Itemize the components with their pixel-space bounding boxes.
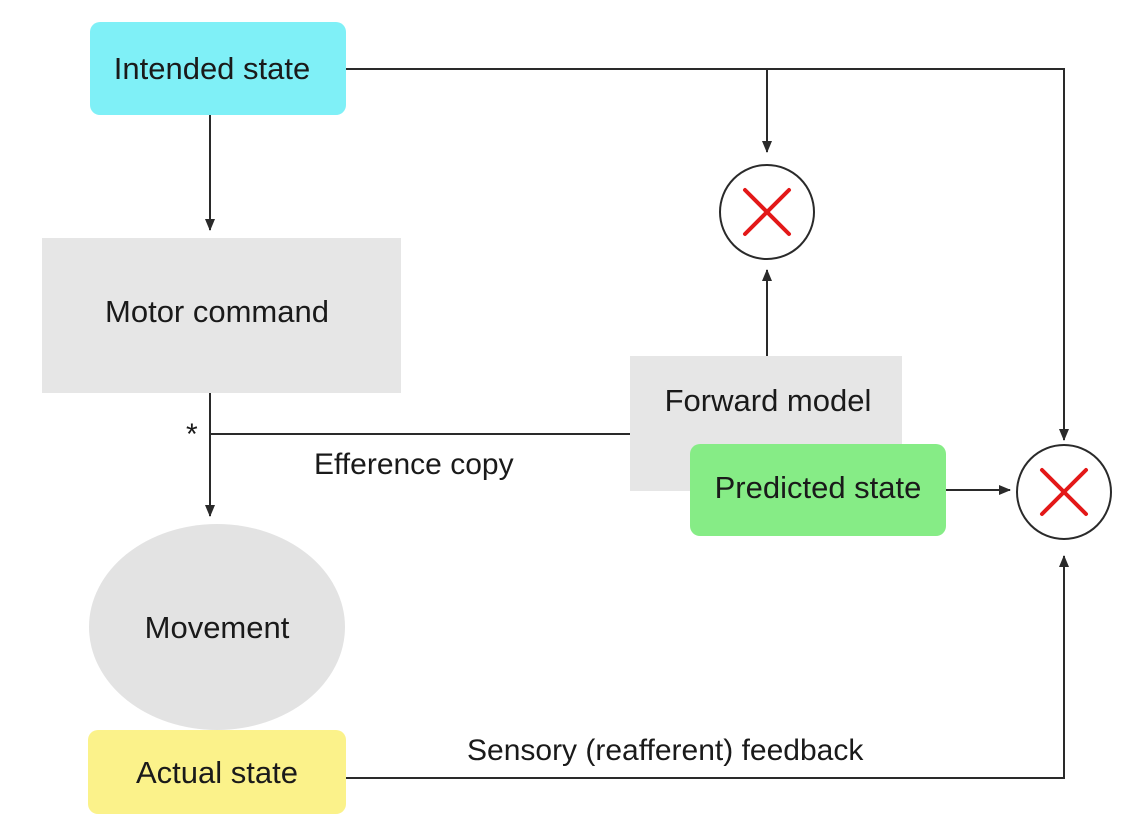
efference-copy-label: Efference copy — [314, 448, 514, 481]
predicted-state-label: Predicted state — [715, 470, 922, 505]
node-movement: Movement — [89, 524, 345, 730]
comparator-top — [719, 164, 815, 260]
node-actual-state: Actual state — [88, 730, 346, 814]
node-predicted-state: Predicted state — [690, 444, 946, 536]
sensory-feedback-label: Sensory (reafferent) feedback — [467, 734, 864, 767]
actual-state-label: Actual state — [136, 755, 298, 790]
intended-state-label: Intended state — [114, 51, 311, 86]
movement-label: Movement — [145, 610, 290, 645]
intended-state-box — [90, 22, 346, 115]
node-motor-command: Motor command — [42, 238, 401, 393]
actual-state-box — [88, 730, 346, 814]
line-sensory-feedback — [346, 555, 1069, 779]
predicted-state-box — [690, 444, 946, 536]
forward-model-label: Forward model — [665, 383, 872, 418]
node-intended-state: Intended state — [90, 22, 346, 115]
comparator-top-cross-icon-stroke — [743, 188, 791, 236]
motor-command-label: Motor command — [105, 294, 329, 329]
motor-command-box — [42, 238, 401, 393]
comparator-right — [1016, 444, 1112, 540]
branch-marker: * — [186, 418, 198, 451]
movement-ellipse — [89, 524, 345, 730]
connectors — [205, 68, 1069, 779]
line-intended-to-right — [346, 68, 1069, 441]
comparator-right-cross-icon-stroke — [1040, 468, 1088, 516]
